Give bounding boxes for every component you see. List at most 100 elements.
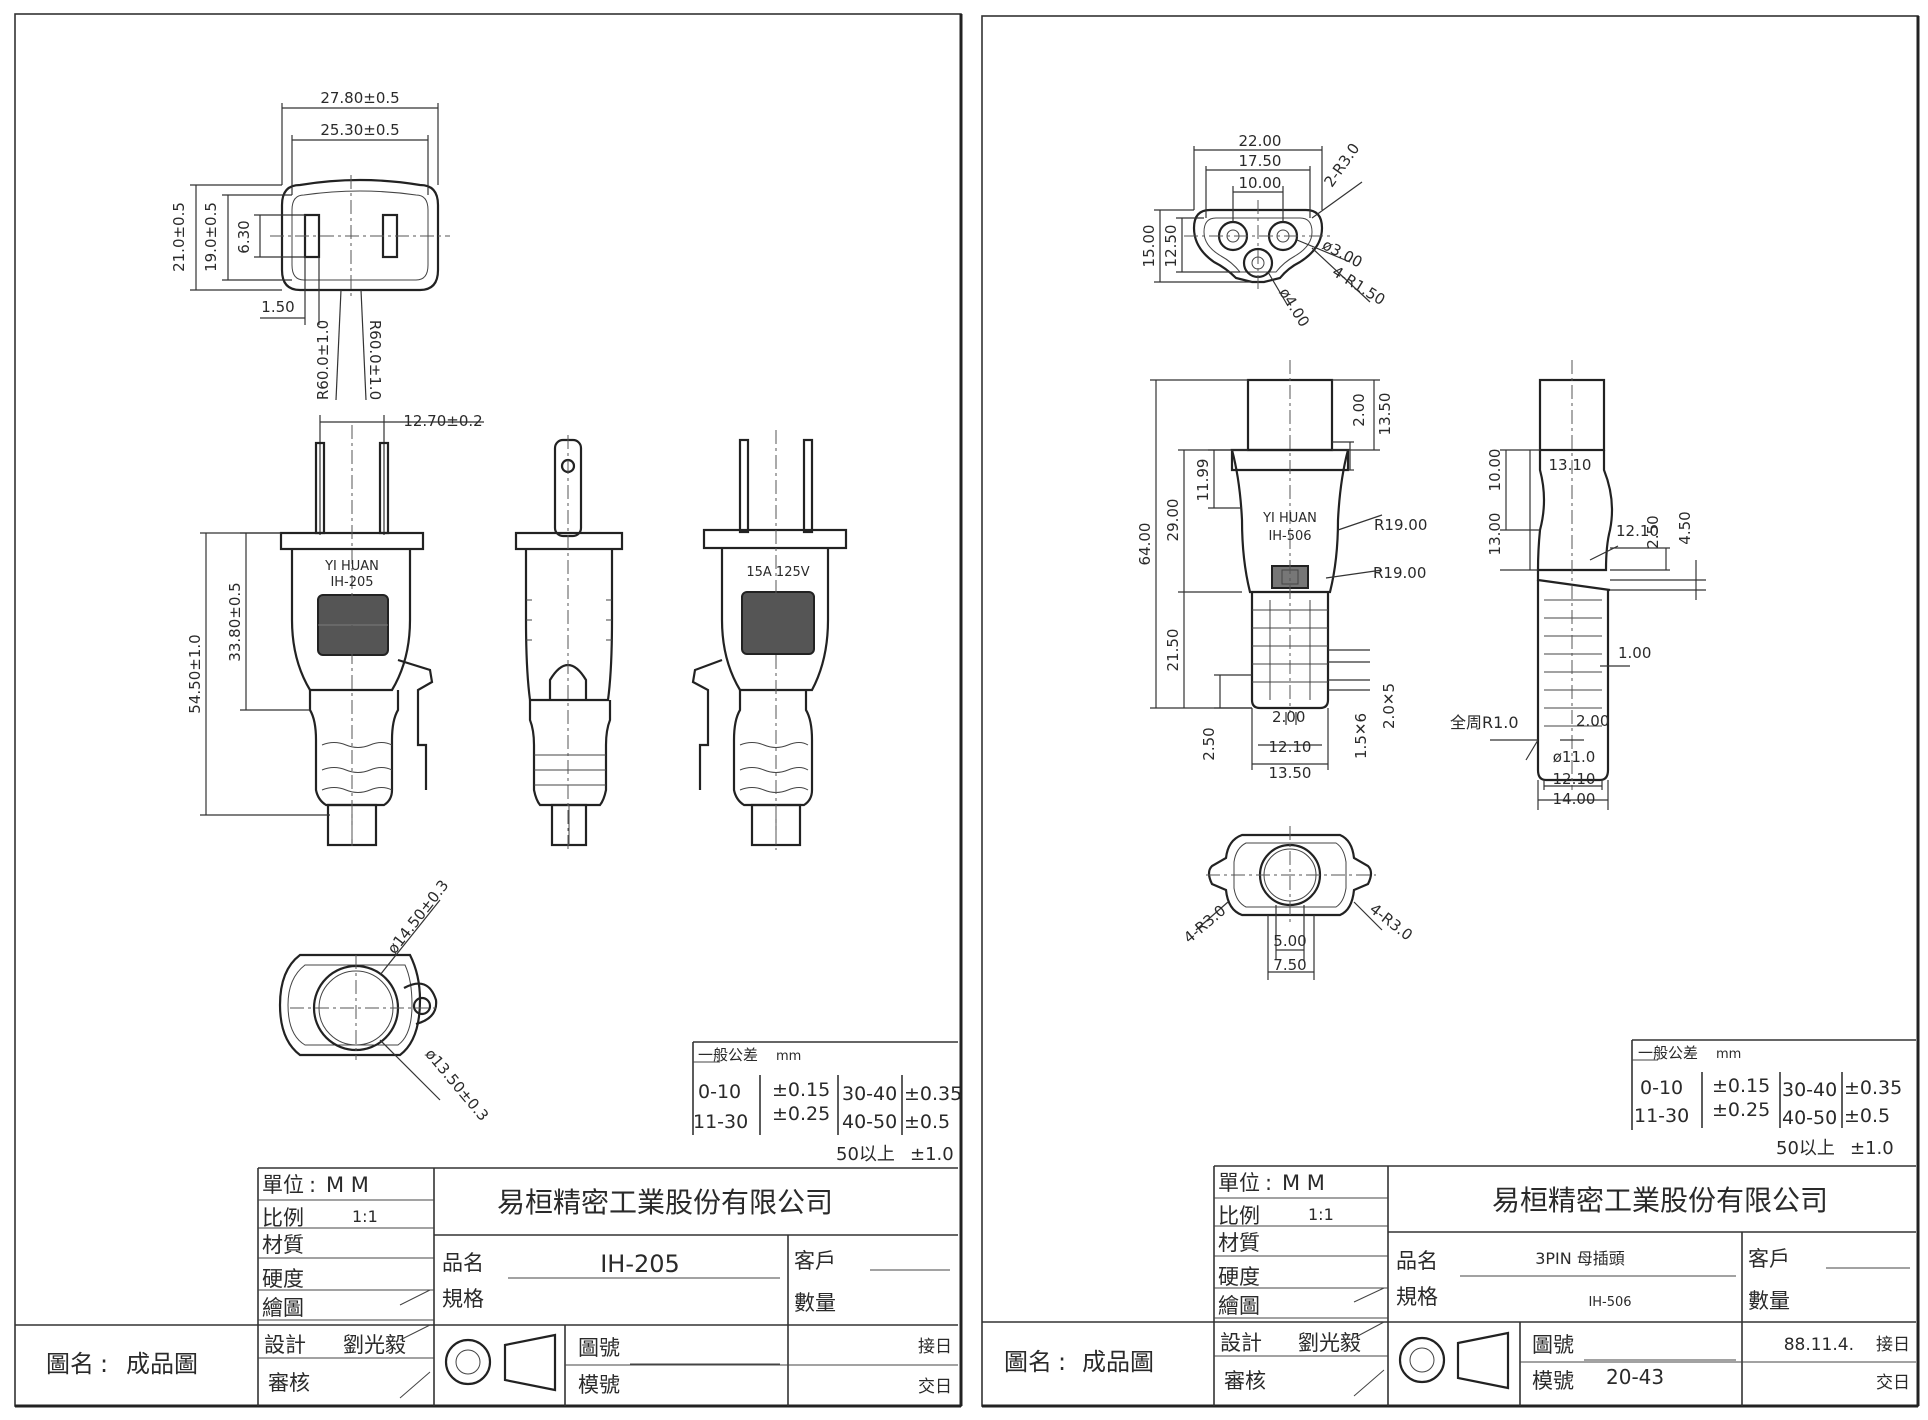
product-label: 品名 bbox=[1396, 1249, 1438, 1273]
drawing-label: 繪圖 bbox=[262, 1296, 304, 1320]
tolerance-table bbox=[1631, 1039, 1916, 1130]
plug-top-view bbox=[190, 103, 450, 401]
receive-label: 接日 bbox=[1876, 1335, 1910, 1355]
plug-side-view bbox=[514, 435, 624, 850]
spec-label: 規格 bbox=[442, 1287, 484, 1311]
scale-value: 1:1 bbox=[1308, 1205, 1334, 1224]
dim-side-w1: 12.10 bbox=[1553, 770, 1596, 788]
dim-side-g2: 4.50 bbox=[1676, 511, 1694, 544]
unit-value: M M bbox=[326, 1173, 369, 1197]
dim-side-w2: 14.00 bbox=[1553, 790, 1596, 808]
dim-side-rw: 2.00 bbox=[1576, 712, 1609, 730]
product-value: 3PIN 母插頭 bbox=[1535, 1249, 1625, 1268]
dim-len-total: 64.00 bbox=[1136, 523, 1154, 566]
review-label: 審核 bbox=[268, 1371, 310, 1395]
socket-face-view bbox=[1154, 146, 1371, 307]
company-name: 易桓精密工業股份有限公司 bbox=[1492, 1184, 1828, 1217]
design-label: 設計 bbox=[264, 1333, 306, 1357]
plug-front-view bbox=[200, 415, 484, 850]
dim-rib-pitch2: 2.0✕5 bbox=[1380, 683, 1398, 729]
dim-overall-width: 27.80±0.5 bbox=[320, 89, 399, 107]
figure-colon: : bbox=[100, 1350, 108, 1378]
unit-colon: : bbox=[309, 1173, 316, 1197]
dim-end-w2: 7.50 bbox=[1273, 956, 1306, 974]
figure-value: 成品圖 bbox=[126, 1350, 198, 1378]
socket-front-view bbox=[1150, 360, 1383, 770]
product-label: 品名 bbox=[442, 1251, 484, 1275]
dim-len-lower: 21.50 bbox=[1164, 629, 1182, 672]
tol-title: 一般公差 bbox=[1638, 1044, 1698, 1062]
design-label: 設計 bbox=[1220, 1331, 1262, 1355]
quantity-label: 數量 bbox=[794, 1291, 836, 1315]
review-label: 審核 bbox=[1224, 1369, 1266, 1393]
spec-value: IH-506 bbox=[1588, 1295, 1631, 1310]
unit-value: M M bbox=[1282, 1171, 1325, 1195]
figure-label: 圖名 bbox=[46, 1350, 94, 1378]
tol-row1-range: 0-10 bbox=[1640, 1077, 1683, 1099]
marking-front-line2: IH-506 bbox=[1268, 529, 1311, 544]
spec-label: 規格 bbox=[1396, 1285, 1438, 1309]
marking-front-line1: YI HUAN bbox=[1262, 511, 1317, 526]
dim-radius-b: R60.0±1.0 bbox=[366, 320, 384, 400]
tol-unit: mm bbox=[1716, 1047, 1741, 1062]
tol-row2-tol: ±0.25 bbox=[1712, 1099, 1770, 1121]
scale-label: 比例 bbox=[262, 1206, 304, 1230]
deliver-label: 交日 bbox=[918, 1377, 952, 1397]
socket-side-view bbox=[1490, 360, 1706, 810]
date-value: 88.11.4. bbox=[1784, 1335, 1854, 1355]
tol-row2-range: 11-30 bbox=[1634, 1105, 1689, 1127]
drawing-sheet-right: 22.00 17.50 10.00 2-R3.0 15.00 12.50 ø3.… bbox=[970, 0, 1928, 1420]
drawing-no-label: 圖號 bbox=[1532, 1333, 1574, 1357]
tol-col2-row2: 40-50 bbox=[1782, 1107, 1837, 1129]
socket-end-view bbox=[1195, 826, 1383, 980]
tol-over: 50以上 bbox=[836, 1144, 895, 1165]
dim-body-length: 33.80±0.5 bbox=[226, 582, 244, 661]
tol-row1-tol: ±0.15 bbox=[1712, 1075, 1770, 1097]
dim-end-r-left: 4-R3.0 bbox=[1180, 901, 1229, 946]
scale-value: 1:1 bbox=[352, 1207, 378, 1226]
hardness-label: 硬度 bbox=[1218, 1265, 1260, 1289]
dim-w-inner: 17.50 bbox=[1239, 152, 1282, 170]
plug-rear-view bbox=[691, 430, 848, 850]
dim-end-w1: 5.00 bbox=[1273, 932, 1306, 950]
company-name: 易桓精密工業股份有限公司 bbox=[497, 1186, 833, 1219]
dim-radius-a: R60.0±1.0 bbox=[314, 320, 332, 400]
dim-side-h2: 13.00 bbox=[1486, 513, 1504, 556]
tol-over-tol: ±1.0 bbox=[1850, 1138, 1894, 1159]
drawing-sheet-left: 27.80±0.5 25.30±0.5 21.0±0.5 19.0±0.5 6.… bbox=[14, 13, 963, 1408]
dim-r-upper: R19.00 bbox=[1374, 516, 1427, 534]
dim-side-mark: 13.10 bbox=[1549, 456, 1592, 474]
tolerance-table bbox=[692, 1041, 958, 1135]
dim-side-g1: 2.50 bbox=[1644, 515, 1662, 548]
dim-h-overall: 15.00 bbox=[1140, 225, 1158, 268]
dim-side-h1: 10.00 bbox=[1486, 449, 1504, 492]
hardness-label: 硬度 bbox=[262, 1267, 304, 1291]
receive-label: 接日 bbox=[918, 1337, 952, 1357]
dim-side-r: 全周R1.0 bbox=[1450, 713, 1519, 732]
tol-col2-row1: 30-40 bbox=[1782, 1079, 1837, 1101]
dim-blade-pitch: 12.70±0.2 bbox=[403, 412, 482, 430]
figure-value: 成品圖 bbox=[1082, 1348, 1154, 1376]
tol-over: 50以上 bbox=[1776, 1138, 1835, 1159]
tol-row2-range: 11-30 bbox=[693, 1111, 748, 1133]
dim-corner-r: 2-R3.0 bbox=[1320, 140, 1363, 191]
mold-value: 20-43 bbox=[1606, 1365, 1664, 1389]
drawing-no-label: 圖號 bbox=[578, 1336, 620, 1360]
title-block bbox=[15, 1167, 958, 1406]
tol-col2-row2-tol: ±0.5 bbox=[904, 1111, 950, 1133]
dim-side-step: 12.10 bbox=[1616, 522, 1659, 540]
dim-pin-pitch: 10.00 bbox=[1239, 174, 1282, 192]
dim-rib-w: 2.00 bbox=[1272, 708, 1305, 726]
marking-rear: 15A 125V bbox=[746, 565, 809, 580]
material-label: 材質 bbox=[1218, 1231, 1260, 1255]
title-block bbox=[982, 1165, 1916, 1406]
sheet-left-canvas: 27.80±0.5 25.30±0.5 21.0±0.5 19.0±0.5 6.… bbox=[14, 13, 963, 1408]
dim-base-w2: 13.50 bbox=[1269, 764, 1312, 782]
unit-label: 單位 bbox=[1218, 1171, 1260, 1195]
marking-front-line1: YI HUAN bbox=[324, 559, 379, 574]
plug-end-view bbox=[278, 899, 441, 1101]
dim-blade-thick: 1.50 bbox=[261, 298, 294, 316]
tol-unit: mm bbox=[776, 1049, 801, 1064]
tol-col2-row1: 30-40 bbox=[842, 1083, 897, 1105]
sheet-right-canvas: 22.00 17.50 10.00 2-R3.0 15.00 12.50 ø3.… bbox=[981, 15, 1920, 1408]
